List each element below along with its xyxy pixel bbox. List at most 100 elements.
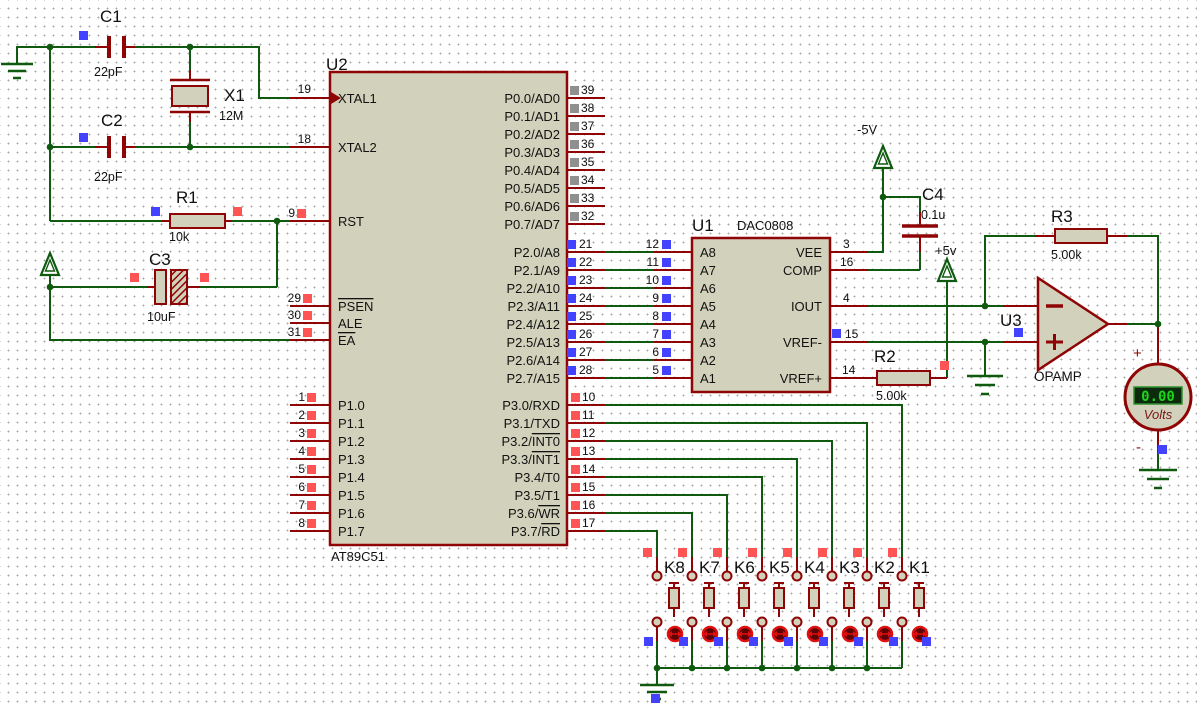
ref-u1: U1 bbox=[692, 216, 714, 235]
push-button-k2[interactable] bbox=[861, 570, 894, 643]
ref-c2: C2 bbox=[101, 111, 123, 130]
capacitor-c1 bbox=[107, 36, 126, 58]
u2-num-32: 32 bbox=[581, 209, 595, 223]
u1-pin-a1: A1 bbox=[700, 371, 716, 386]
push-button-k8[interactable] bbox=[651, 570, 684, 643]
value-r1: 10k bbox=[169, 230, 190, 244]
u1-pin-vrefm: VREF- bbox=[783, 335, 822, 350]
push-button-k4[interactable] bbox=[791, 570, 824, 643]
u2-pin-p04: P0.4/AD4 bbox=[504, 163, 560, 178]
u2-pin-p16: P1.6 bbox=[338, 506, 365, 521]
ref-k5: K5 bbox=[769, 558, 790, 577]
push-button-k5[interactable] bbox=[756, 570, 789, 643]
u1-num-8: 8 bbox=[652, 309, 659, 323]
u2-pin-p20: P2.0/A8 bbox=[514, 245, 560, 260]
u2-num-36: 36 bbox=[581, 137, 595, 151]
crystal-x1 bbox=[170, 78, 210, 114]
u1-pin-iout: IOUT bbox=[791, 299, 822, 314]
u1-num-14: 14 bbox=[842, 363, 856, 377]
ref-c4: C4 bbox=[922, 185, 944, 204]
u1-pin-a3: A3 bbox=[700, 335, 716, 350]
u2-num-15: 15 bbox=[582, 480, 596, 494]
value-c2: 22pF bbox=[94, 170, 123, 184]
u2-num-37: 37 bbox=[581, 119, 595, 133]
u2-num-10: 10 bbox=[582, 390, 596, 404]
part-u2: AT89C51 bbox=[331, 549, 385, 564]
u2-num-16: 16 bbox=[582, 498, 596, 512]
u2-pin-p30: P3.0/RXD bbox=[502, 398, 560, 413]
u2-num-26: 26 bbox=[579, 327, 593, 341]
voltmeter-plus: + bbox=[1133, 345, 1142, 362]
u2-pin-xtal1: XTAL1 bbox=[338, 91, 377, 106]
power-label-neg: -5V bbox=[857, 122, 878, 137]
u2-pin-p25: P2.5/A13 bbox=[507, 335, 561, 350]
capacitor-c3 bbox=[154, 269, 188, 305]
ref-k2: K2 bbox=[874, 558, 895, 577]
chip-u1 bbox=[690, 236, 832, 394]
u2-num-4: 4 bbox=[298, 444, 305, 458]
push-button-k6[interactable] bbox=[721, 570, 754, 643]
u2-pin-p33: P3.3/INT1 bbox=[501, 452, 560, 467]
u2-pin-p26: P2.6/A14 bbox=[507, 353, 561, 368]
push-button-k3[interactable] bbox=[826, 570, 859, 643]
ref-c1: C1 bbox=[100, 7, 122, 26]
ground-icon bbox=[1, 62, 1177, 701]
u2-num-33: 33 bbox=[581, 191, 595, 205]
u2-num-38: 38 bbox=[581, 101, 595, 115]
u1-num-5: 5 bbox=[652, 363, 659, 377]
u2-pin-p07: P0.7/AD7 bbox=[504, 217, 560, 232]
ref-k6: K6 bbox=[734, 558, 755, 577]
u2-num-2: 2 bbox=[298, 408, 305, 422]
chip-u2 bbox=[328, 70, 569, 547]
ref-c3: C3 bbox=[149, 250, 171, 269]
u2-num-8: 8 bbox=[298, 516, 305, 530]
capacitor-c2 bbox=[107, 136, 126, 158]
u2-pin-p12: P1.2 bbox=[338, 434, 365, 449]
voltmeter bbox=[1123, 362, 1193, 432]
u2-pin-rst: RST bbox=[338, 214, 364, 229]
u1-num-9: 9 bbox=[652, 291, 659, 305]
u2-pin-p11: P1.1 bbox=[338, 416, 365, 431]
u2-pin-p27: P2.7/A15 bbox=[507, 371, 561, 386]
u2-num-23: 23 bbox=[579, 273, 593, 287]
u2-num-35: 35 bbox=[581, 155, 595, 169]
ref-r2: R2 bbox=[874, 347, 896, 366]
resistor-r1 bbox=[169, 213, 226, 229]
power-label-pos: +5v bbox=[935, 243, 957, 258]
push-button-k7[interactable] bbox=[686, 570, 719, 643]
u2-num-22: 22 bbox=[579, 255, 593, 269]
value-c4: 0.1u bbox=[921, 208, 945, 222]
u2-num-5: 5 bbox=[298, 462, 305, 476]
u2-pin-xtal2: XTAL2 bbox=[338, 140, 377, 155]
ref-r3: R3 bbox=[1051, 207, 1073, 226]
u2-num-27: 27 bbox=[579, 345, 593, 359]
opamp-plus-input-icon bbox=[1046, 334, 1063, 350]
voltmeter-display bbox=[1133, 386, 1183, 405]
ref-k4: K4 bbox=[804, 558, 825, 577]
value-c3: 10uF bbox=[147, 310, 176, 324]
u2-pin-p36: P3.6/WR bbox=[508, 506, 560, 521]
xtal1-clock-arrow-icon bbox=[331, 92, 341, 104]
u2-pin-p22: P2.2/A10 bbox=[507, 281, 561, 296]
u2-pin-p21: P2.1/A9 bbox=[514, 263, 560, 278]
ref-k1: K1 bbox=[909, 558, 930, 577]
u1-pin-a8: A8 bbox=[700, 245, 716, 260]
ref-u2: U2 bbox=[326, 55, 348, 74]
u2-num-30: 30 bbox=[288, 308, 302, 322]
u2-num-21: 21 bbox=[579, 237, 593, 251]
u2-num-39: 39 bbox=[581, 83, 595, 97]
u2-num-14: 14 bbox=[582, 462, 596, 476]
u1-num-16: 16 bbox=[840, 255, 854, 269]
pin-markers-gray bbox=[570, 86, 579, 221]
u2-num-9: 9 bbox=[288, 206, 295, 220]
voltmeter-unit: Volts bbox=[1144, 407, 1173, 422]
pin-leads bbox=[95, 46, 1159, 641]
u1-num-7: 7 bbox=[652, 327, 659, 341]
junction-dots bbox=[46, 43, 1162, 672]
u2-pin-p10: P1.0 bbox=[338, 398, 365, 413]
u2-pin-p23: P2.3/A11 bbox=[507, 299, 560, 314]
ref-x1: X1 bbox=[224, 86, 245, 105]
u2-pin-p01: P0.1/AD1 bbox=[504, 109, 560, 124]
ref-r1: R1 bbox=[176, 188, 198, 207]
